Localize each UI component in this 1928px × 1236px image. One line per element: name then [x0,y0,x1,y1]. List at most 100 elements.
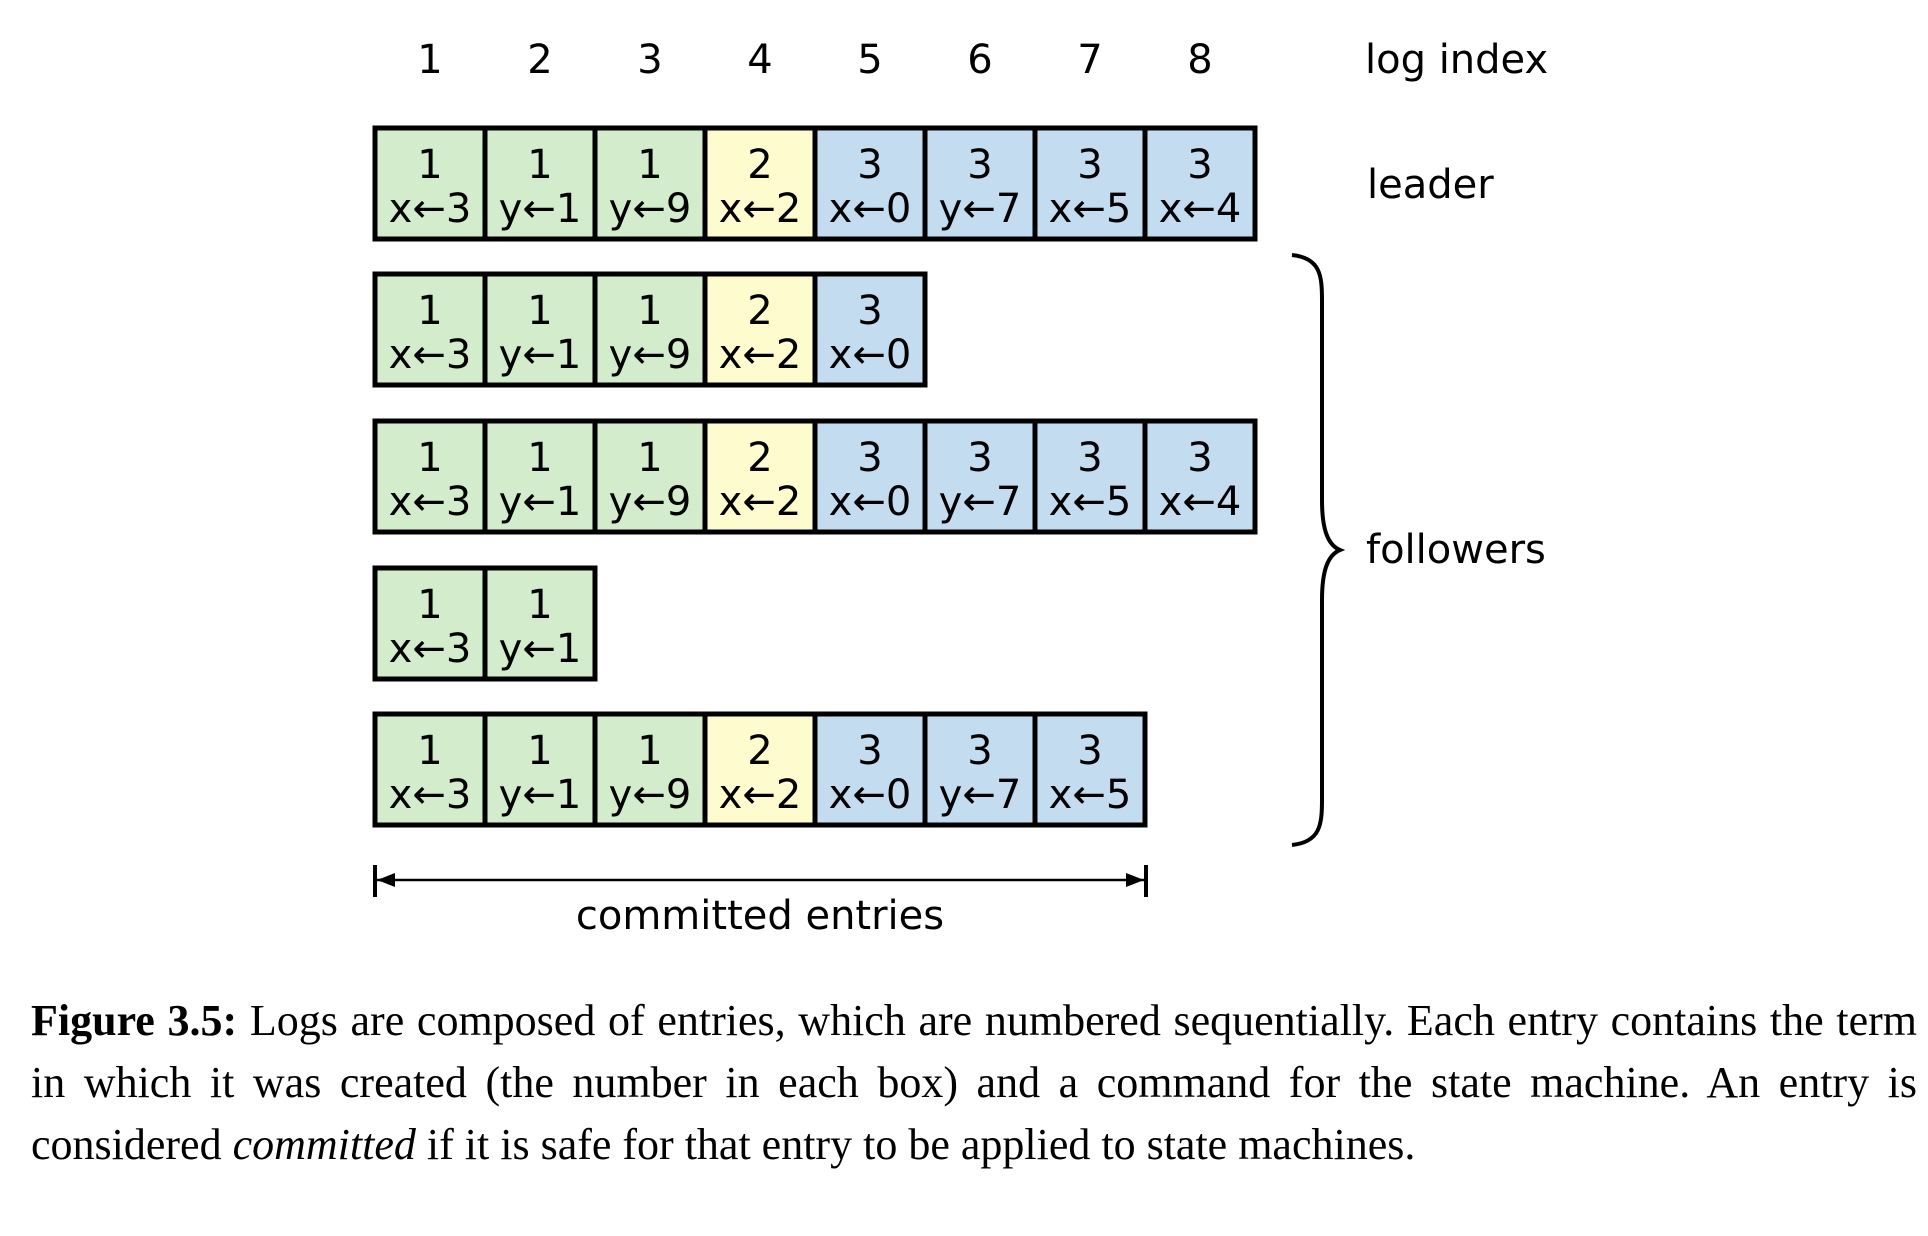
caption-emphasis: committed [232,1120,416,1169]
entry-box [482,418,598,535]
log-entry: 1y←1 [482,418,598,535]
entry-box [372,711,488,828]
entry-box [702,711,818,828]
follower-log: 1x←31y←1 [372,565,598,682]
entry-command: y←9 [609,186,692,232]
entry-term: 1 [637,142,662,188]
log-entry: 1x←3 [372,125,488,242]
follower-log: 1x←31y←11y←92x←23x←03y←73x←53x←4 [372,418,1258,535]
entry-term: 1 [417,435,442,481]
caption-label: Figure 3.5: [31,996,238,1045]
entry-term: 1 [527,142,552,188]
entry-box [922,418,1038,535]
entry-command: x←2 [719,772,802,818]
log-entry: 1x←3 [372,565,488,682]
followers-brace [1291,253,1346,847]
entry-command: y←9 [609,479,692,525]
log-entry: 1y←1 [482,565,598,682]
entry-box [922,125,1038,242]
log-index-number: 6 [967,37,992,83]
entry-box [372,565,488,682]
entry-command: x←4 [1159,186,1242,232]
entry-term: 2 [747,288,772,334]
entry-term: 1 [417,728,442,774]
leader-label: leader [1367,162,1494,208]
log-entry: 3x←4 [1142,418,1258,535]
log-entry: 3x←5 [1032,125,1148,242]
log-entry: 1y←9 [592,125,708,242]
log-entry: 1y←1 [482,125,598,242]
entry-command: x←2 [719,332,802,378]
entry-command: x←0 [829,772,912,818]
figure-caption: Figure 3.5: Logs are composed of entries… [31,990,1917,1176]
entry-term: 3 [1077,728,1102,774]
entry-term: 3 [1077,435,1102,481]
log-entry: 3x←0 [812,271,928,388]
log-entry: 1x←3 [372,271,488,388]
log-entry: 3x←0 [812,711,928,828]
entry-command: x←3 [389,479,472,525]
entry-term: 1 [417,288,442,334]
entry-command: x←2 [719,186,802,232]
entry-term: 1 [637,728,662,774]
entry-command: x←5 [1049,772,1132,818]
entry-term: 3 [1187,435,1212,481]
log-entry: 3y←7 [922,125,1038,242]
entry-term: 3 [1077,142,1102,188]
entry-box [1142,418,1258,535]
log-entry: 1y←1 [482,271,598,388]
entry-box [922,711,1038,828]
entry-box [372,418,488,535]
committed-range-arrow [373,865,1148,897]
committed-entries-label: committed entries [576,893,944,939]
log-entry: 1y←9 [592,711,708,828]
entry-command: x←3 [389,332,472,378]
entry-term: 1 [527,288,552,334]
entry-command: x←5 [1049,186,1132,232]
log-entry: 2x←2 [702,271,818,388]
entry-term: 3 [967,728,992,774]
log-entry: 1y←9 [592,271,708,388]
followers-label: followers [1366,527,1546,573]
log-index-label: log index [1365,37,1548,83]
entry-command: x←0 [829,186,912,232]
entry-command: x←4 [1159,479,1242,525]
entry-box [702,125,818,242]
entry-box [1032,125,1148,242]
entry-command: x←0 [829,479,912,525]
entry-box [1032,418,1148,535]
entry-term: 2 [747,728,772,774]
entry-command: x←2 [719,479,802,525]
follower-log: 1x←31y←11y←92x←23x←03y←73x←5 [372,711,1148,828]
entry-term: 1 [527,728,552,774]
log-entry: 3x←5 [1032,418,1148,535]
entry-term: 3 [967,142,992,188]
entry-command: y←1 [499,332,582,378]
entry-box [1142,125,1258,242]
log-entry: 3x←0 [812,418,928,535]
entry-term: 1 [637,435,662,481]
log-entry: 2x←2 [702,711,818,828]
entry-term: 1 [527,435,552,481]
leader-log: 1x←31y←11y←92x←23x←03y←73x←53x←4 [372,125,1258,242]
entry-box [482,565,598,682]
entry-term: 1 [527,582,552,628]
entry-box [592,125,708,242]
caption-text: Logs are composed of entries, which are … [31,996,1917,1169]
entry-box [812,271,928,388]
follower-log: 1x←31y←11y←92x←23x←0 [372,271,928,388]
entry-command: x←5 [1049,479,1132,525]
entry-term: 3 [1187,142,1212,188]
entry-term: 1 [417,582,442,628]
log-entry: 1y←9 [592,418,708,535]
log-index-number: 5 [857,37,882,83]
log-entry: 3x←5 [1032,711,1148,828]
entry-command: x←3 [389,186,472,232]
entry-command: x←3 [389,626,472,672]
entry-command: x←0 [829,332,912,378]
entry-box [702,271,818,388]
log-entry: 2x←2 [702,418,818,535]
log-entry: 1y←1 [482,711,598,828]
entry-command: x←3 [389,772,472,818]
